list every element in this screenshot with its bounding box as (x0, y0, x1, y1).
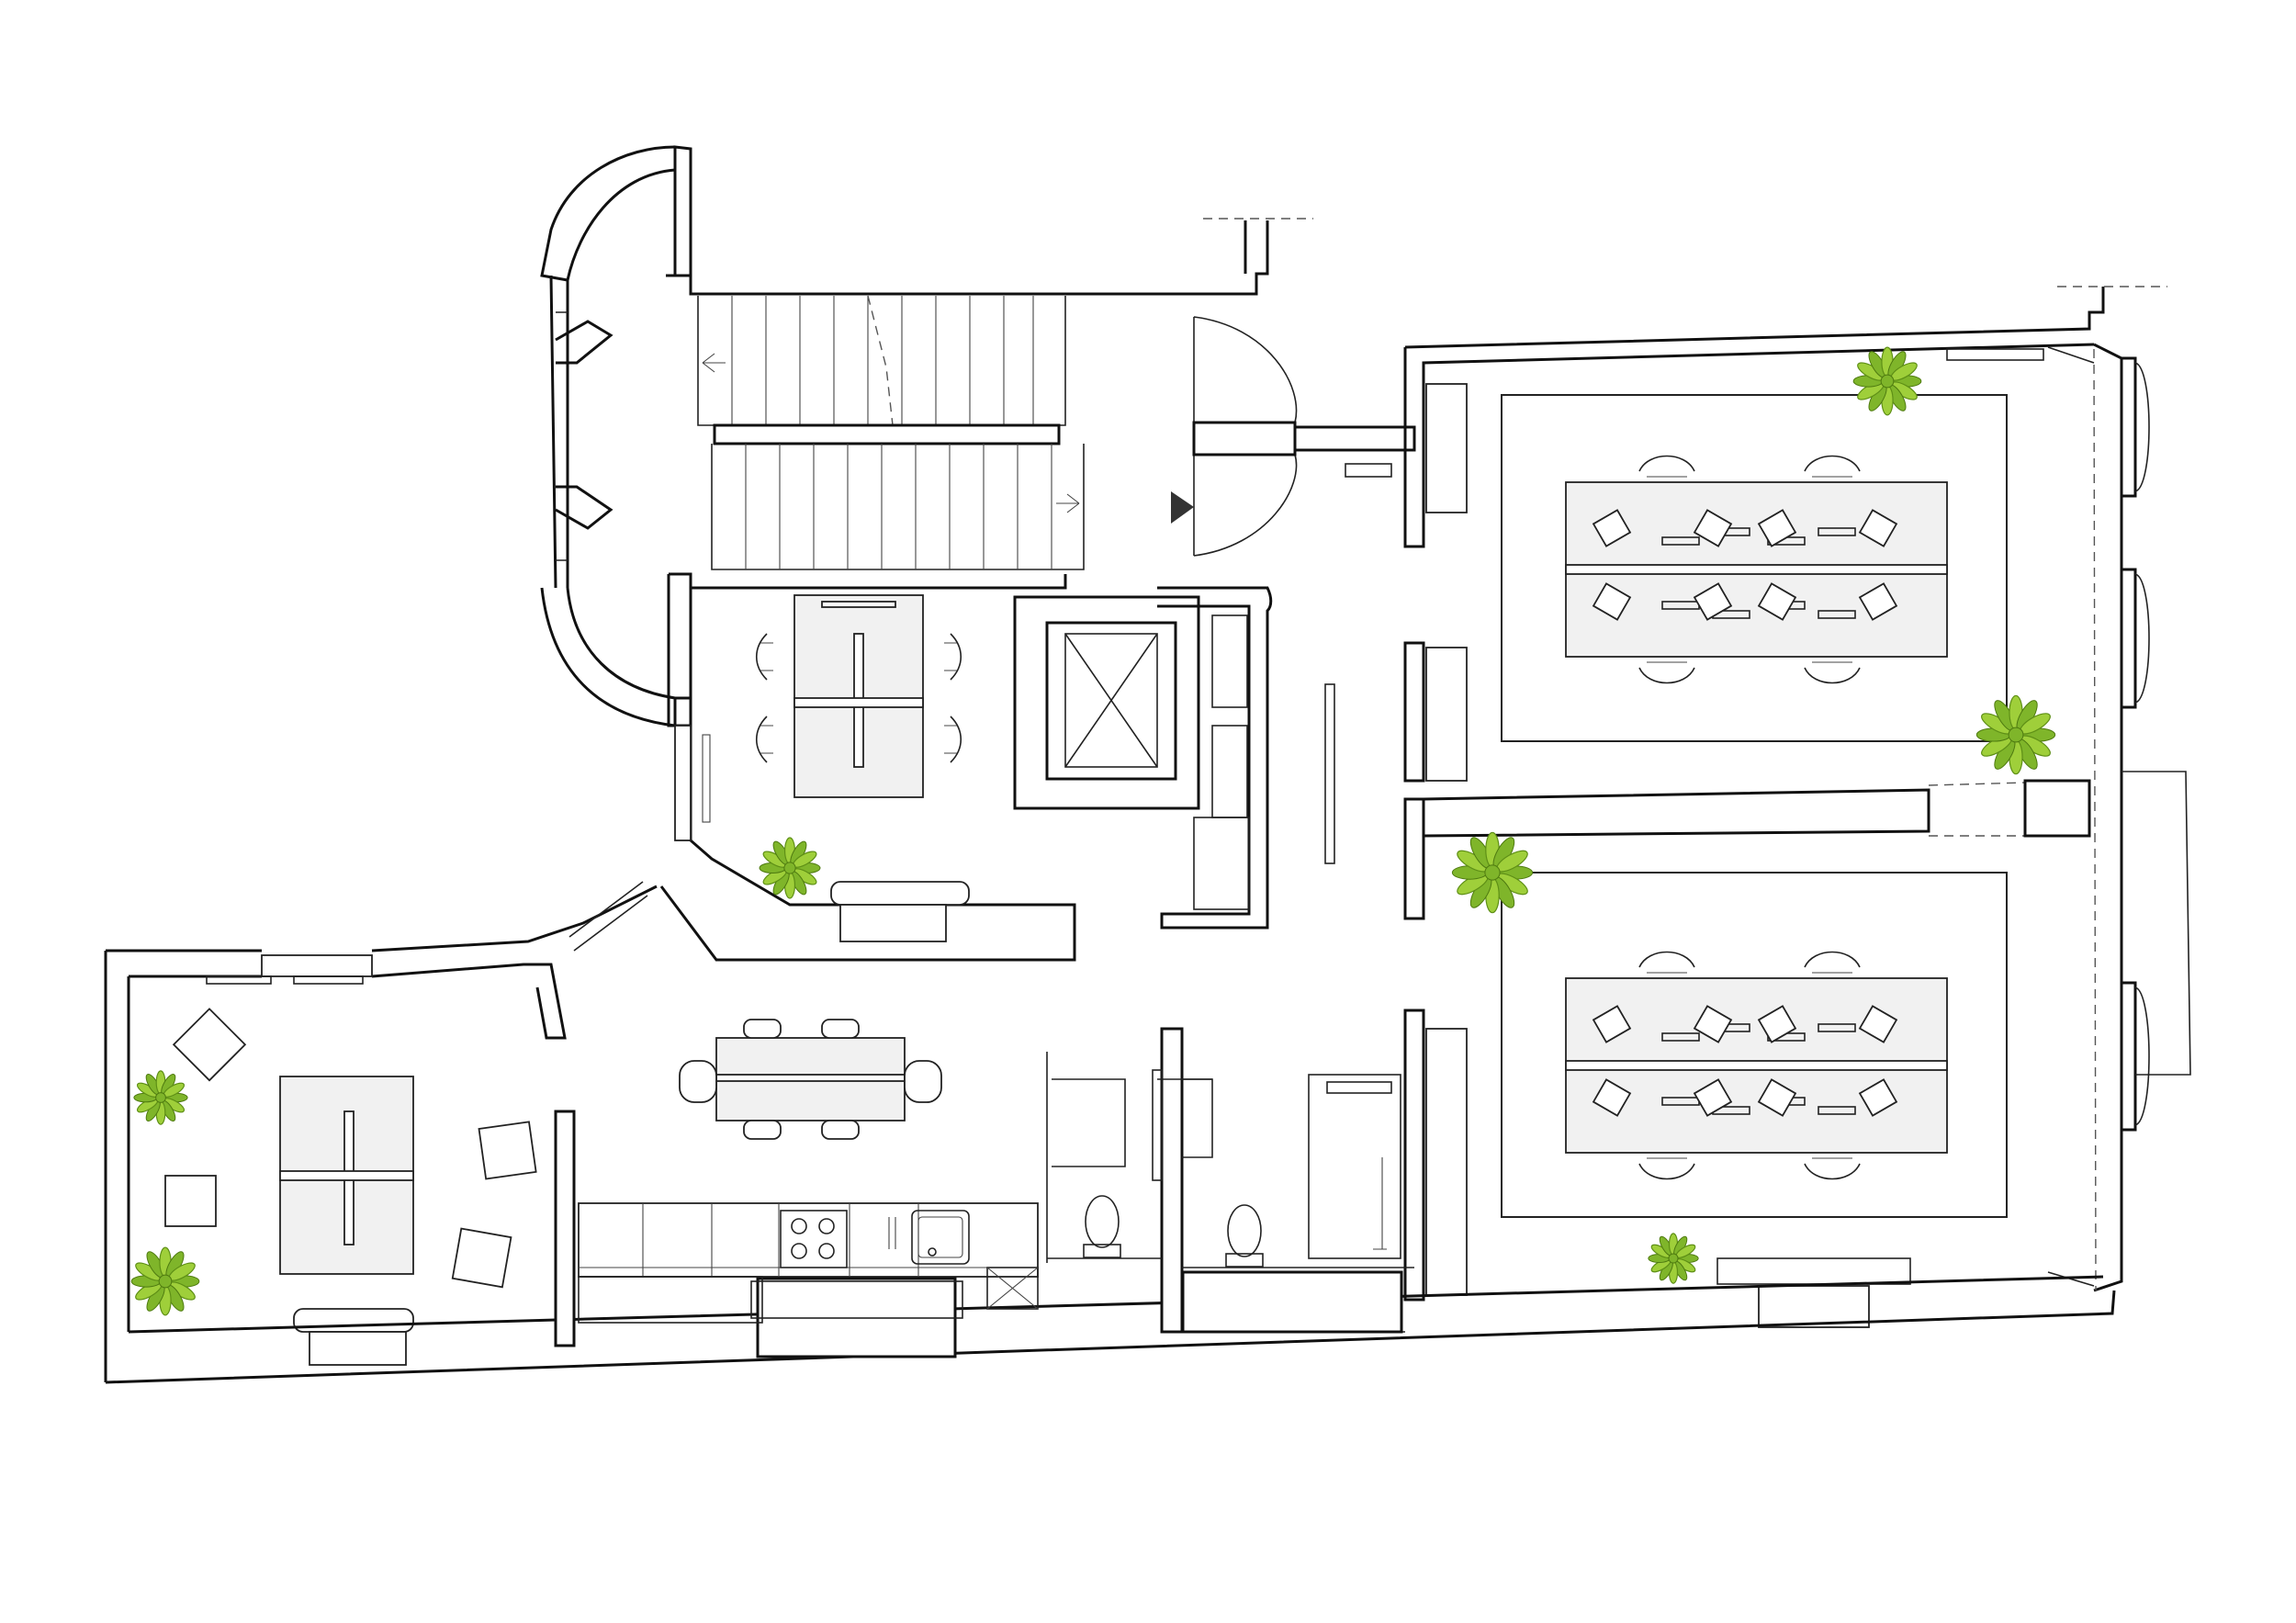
monitor (1818, 610, 1856, 619)
desk-chair (1592, 582, 1632, 621)
plant-center (1880, 374, 1895, 389)
south-facade (105, 1275, 2116, 1384)
desk-chair (1757, 1005, 1797, 1043)
stove-icon (780, 1210, 848, 1268)
plants (130, 346, 2056, 1316)
desk-chair (1592, 509, 1632, 547)
east-facade (2047, 343, 2191, 1292)
workstations (1592, 455, 1898, 1180)
sink-icon (888, 1210, 970, 1265)
meeting-chair (1804, 951, 1861, 968)
desk-chair (1693, 582, 1733, 621)
plant-icon (1852, 346, 1922, 416)
elevator (1013, 586, 1273, 930)
office-south (1403, 797, 2008, 1328)
office-desk-set (1592, 455, 1898, 684)
plant-center (2008, 727, 2024, 743)
desk-chair (1693, 509, 1733, 547)
desk-chair (1693, 1078, 1733, 1117)
desk-chair (1858, 1005, 1898, 1043)
dining-kitchen (554, 1019, 1048, 1358)
monitor (1661, 1032, 1700, 1042)
wc-2 (1181, 1074, 1414, 1334)
wc-1 (1047, 1027, 1212, 1334)
meeting-chair (1638, 455, 1695, 472)
plant-icon (130, 1246, 200, 1316)
desk-chair (1757, 582, 1797, 621)
desk-chair (1693, 1005, 1733, 1043)
desk-chair (1858, 1078, 1898, 1117)
entrance-door (1192, 316, 1416, 557)
toilet-icon (1083, 1195, 1121, 1258)
meeting-chair (1638, 667, 1695, 684)
plant-center (1668, 1253, 1679, 1264)
lounge (104, 881, 658, 1382)
desk-chair (1858, 509, 1898, 547)
meeting-chair (1804, 455, 1861, 472)
plant-icon (133, 1070, 188, 1125)
office-north (1403, 286, 2167, 783)
plant-icon (1451, 831, 1534, 914)
plant-icon (1975, 694, 2056, 775)
monitor (1818, 1023, 1856, 1032)
plant-center (155, 1092, 166, 1103)
toilet-icon (1225, 1204, 1264, 1268)
office-partition (1422, 788, 1930, 838)
staircase (666, 218, 1313, 570)
meeting-chair (1638, 1163, 1695, 1180)
monitor (1818, 527, 1856, 536)
meeting-chair (1804, 1163, 1861, 1180)
meeting-chair (1638, 951, 1695, 968)
plant-icon (759, 837, 821, 899)
plant-center (1484, 864, 1501, 881)
desk-chair (1757, 1078, 1797, 1117)
desk-chair (1757, 509, 1797, 547)
elevator-cross-icon (1064, 633, 1158, 768)
plant-center (158, 1274, 173, 1289)
monitor (1661, 536, 1700, 546)
corridor-bench (1324, 683, 1335, 864)
meeting-chair (1804, 667, 1861, 684)
plant-center (783, 862, 796, 874)
plant-icon (1648, 1233, 1699, 1284)
desk-chair (1858, 582, 1898, 621)
meeting-room (659, 572, 1076, 962)
desk-chair (1592, 1078, 1632, 1117)
office-desk-set (1592, 951, 1898, 1180)
entrance-arrow-icon (1171, 491, 1194, 524)
desk-chair (1592, 1005, 1632, 1043)
monitor (1818, 1106, 1856, 1115)
